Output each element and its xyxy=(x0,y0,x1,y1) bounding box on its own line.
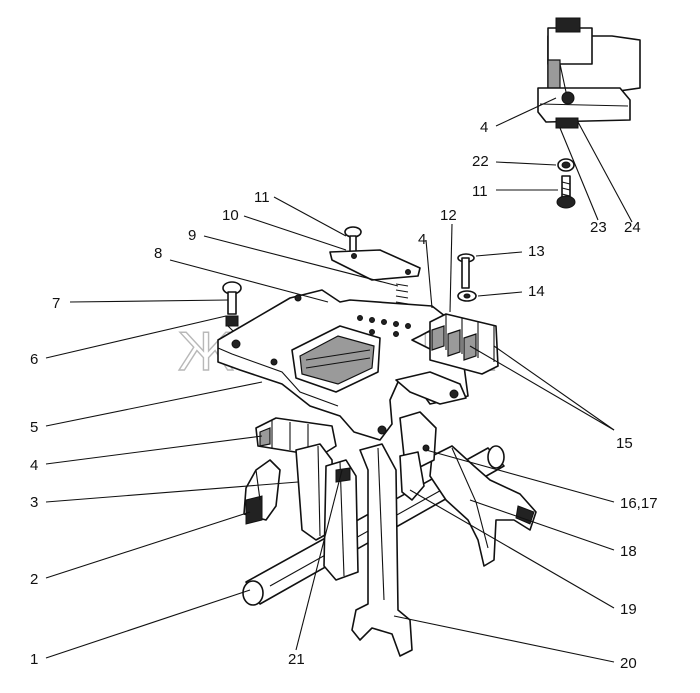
detail-bracket-assembly xyxy=(537,17,641,129)
callout-22: 22 xyxy=(472,153,489,170)
callout-7: 7 xyxy=(52,295,60,312)
washer-14 xyxy=(457,290,477,302)
callout-13: 13 xyxy=(528,243,545,260)
bolt-11-top xyxy=(344,226,362,253)
shift-housing-plate xyxy=(217,289,469,441)
lock-plate-10 xyxy=(329,249,421,281)
callout-11-top: 11 xyxy=(254,189,270,206)
shift-fork-19 xyxy=(399,451,425,501)
interlock-blocks-15 xyxy=(429,313,499,375)
callout-12: 12 xyxy=(440,207,457,224)
callout-10: 10 xyxy=(222,207,239,224)
shift-fork-2 xyxy=(243,459,281,525)
callout-11-detail: 11 xyxy=(472,183,488,200)
callout-5: 5 xyxy=(30,419,38,436)
callout-20: 20 xyxy=(620,655,637,672)
callout-1: 1 xyxy=(30,651,38,668)
callout-21: 21 xyxy=(288,651,305,668)
callout-labels: 1 2 3 4 5 6 7 8 9 10 11 4 12 13 14 15 16… xyxy=(30,119,658,672)
callout-23: 23 xyxy=(590,219,607,236)
bolt-13 xyxy=(457,253,475,289)
callout-8: 8 xyxy=(154,245,162,262)
callout-4-middle: 4 xyxy=(418,231,426,248)
callout-19: 19 xyxy=(620,601,637,618)
callout-3: 3 xyxy=(30,494,38,511)
bolt-7 xyxy=(222,281,242,315)
callout-2: 2 xyxy=(30,571,38,588)
callout-24: 24 xyxy=(624,219,641,236)
callout-15: 15 xyxy=(616,435,633,452)
shift-fork-21 xyxy=(323,459,359,581)
callout-9: 9 xyxy=(188,227,196,244)
callout-4-detail: 4 xyxy=(480,119,488,136)
callout-14: 14 xyxy=(528,283,545,300)
callout-16-17: 16,17 xyxy=(620,495,658,512)
shift-fork-20 xyxy=(351,443,413,657)
callout-18: 18 xyxy=(620,543,637,560)
callout-6: 6 xyxy=(30,351,38,368)
bolt-11-detail xyxy=(556,175,576,209)
nut-22 xyxy=(557,158,575,172)
callout-4-lower: 4 xyxy=(30,457,38,474)
leader-lines xyxy=(45,97,633,663)
